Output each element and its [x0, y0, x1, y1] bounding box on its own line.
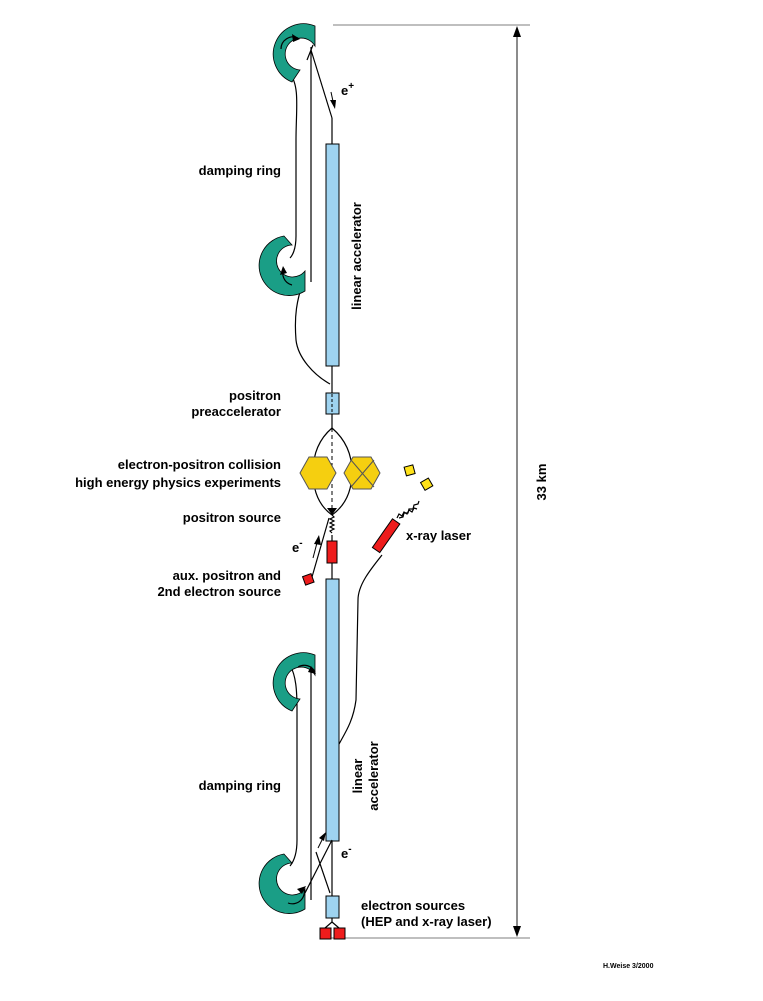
credit-label: H.Weise 3/2000 [603, 963, 654, 970]
electron-source-block [325, 895, 340, 919]
damping-ring-arc-lower [258, 235, 306, 296]
aux-electron-source [301, 572, 315, 586]
electron-transfer-lines [289, 664, 333, 900]
damping-ring-arc-lower-bottom [258, 853, 306, 914]
collision-label-2: high energy physics experiments [75, 475, 281, 490]
xray-laser-block [371, 518, 401, 554]
electron-sources-label-1: electron sources [361, 898, 465, 913]
length-scale: 33 km [330, 24, 549, 939]
linac-bottom-label-1: linear [350, 759, 365, 794]
collision-label-1: electron-positron collision [118, 457, 281, 472]
positron-source-label: positron source [183, 510, 281, 525]
damping-ring-bottom-label: damping ring [199, 778, 281, 793]
positron-source: positron source [183, 508, 338, 579]
linac-bottom-label-2: accelerator [366, 741, 381, 810]
damping-ring-bottom: damping ring [199, 652, 316, 914]
positron-label: e+ [341, 81, 354, 98]
damping-ring-arc-upper-bottom [272, 652, 316, 712]
damping-ring-top-label: damping ring [199, 163, 281, 178]
linear-accelerator-top [325, 143, 340, 367]
electron-arrow-icon [314, 535, 321, 545]
length-label: 33 km [534, 464, 549, 501]
xray-laser: x-ray laser [331, 464, 471, 761]
aux-source-block [326, 540, 338, 564]
positron-direction: e+ [330, 81, 354, 109]
ring-direction-arrow-icon [280, 266, 287, 275]
positron-target-icon [327, 508, 337, 515]
positron-preaccelerator-label-2: preaccelerator [191, 404, 281, 419]
aux-electron-particle: e- [292, 538, 303, 555]
electron-sources: electron sources (HEP and x-ray laser) [319, 895, 492, 940]
positron-preaccelerator-label-1: positron [229, 388, 281, 403]
scale-arrow-down-icon [513, 926, 521, 937]
detector-hep-1 [299, 456, 337, 490]
damping-ring-arc-upper [272, 23, 316, 83]
scale-arrow-up-icon [513, 26, 521, 37]
laser-target-2 [419, 477, 434, 492]
electron-source-hep [319, 927, 332, 940]
electron-sources-label-2: (HEP and x-ray laser) [361, 914, 492, 929]
laser-target-1 [403, 464, 416, 477]
xray-laser-label: x-ray laser [406, 528, 471, 543]
linear-accelerator-bottom [325, 578, 340, 842]
interaction-region: electron-positron collision high energy … [75, 414, 381, 516]
ring-direction-arrow-icon [308, 666, 316, 674]
damping-ring-top: damping ring [199, 23, 316, 296]
electron-particle-label: e- [341, 844, 352, 861]
electron-source-xray [333, 927, 346, 940]
aux-label-2: 2nd electron source [157, 584, 281, 599]
aux-label-1: aux. positron and [173, 568, 281, 583]
aux-electron-line: e- aux. positron and 2nd electron source [157, 517, 330, 599]
ring-direction-arrow-icon [297, 886, 306, 894]
linac-top-label: linear accelerator [349, 202, 364, 310]
positron-arrow-icon [330, 100, 336, 109]
electron-injection-arrow-icon [319, 832, 326, 841]
positron-transfer-lines [289, 44, 333, 385]
ring-direction-arrow-icon [292, 34, 300, 42]
